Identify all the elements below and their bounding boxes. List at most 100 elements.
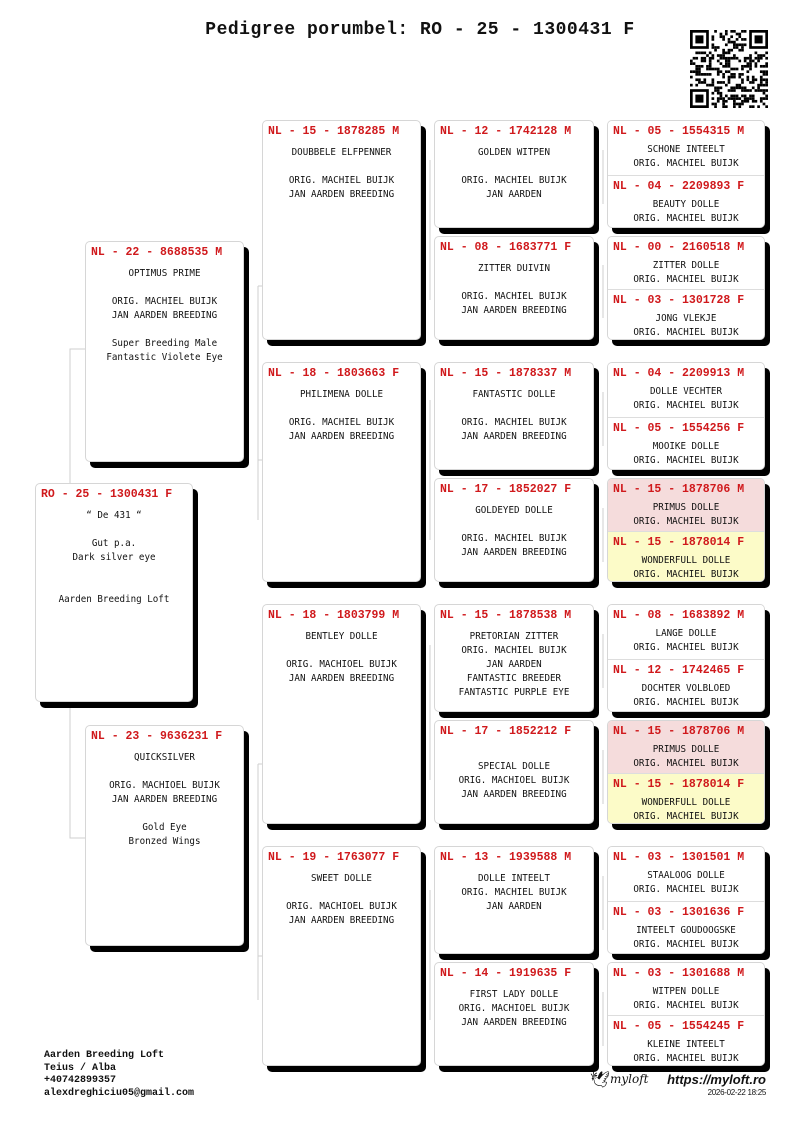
pigeon-detail-line: INTEELT GOUDOOGSKE: [636, 925, 736, 936]
pigeon-detail-line: [269, 160, 413, 174]
pigeon-entry[interactable]: NL - 15 - 1878337 M FANTASTIC DOLLE ORIG. …: [435, 363, 593, 444]
website-link[interactable]: https://myloft.ro: [667, 1072, 766, 1087]
ring-number: NL - 15 - 1878285 M: [268, 125, 400, 138]
pigeon-detail-line: [42, 565, 186, 579]
pigeon-entry[interactable]: RO - 25 - 1300431 F “ De 431 “ Gut p.a. Dar…: [36, 484, 192, 607]
pigeon-detail-line: SWEET DOLLE: [311, 873, 372, 884]
pigeon-entry[interactable]: NL - 05 - 1554315 M SCHONE INTEELT ORIG. M…: [608, 121, 764, 175]
pigeon-detail-line: Gold Eye: [142, 822, 187, 833]
ring-number: NL - 05 - 1554315 M: [613, 125, 745, 138]
pigeon-detail-line: [92, 807, 236, 821]
pigeon-detail-line: SCHONE INTEELT: [647, 144, 725, 155]
pigeon-detail-line: [92, 765, 236, 779]
pigeon-detail-line: [92, 281, 236, 295]
pigeon-detail-line: ORIG. MACHIEL BUIJK: [288, 417, 395, 428]
pigeon-detail-line: ORIG. MACHIEL BUIJK: [461, 887, 567, 898]
pigeon-detail-line: [441, 276, 586, 290]
pigeon-detail-line: WONDERFULL DOLLE: [641, 555, 731, 566]
pigeon-detail-line: ORIG. MACHIEL BUIJK: [633, 158, 739, 169]
pigeon-detail-line: PRIMUS DOLLE: [652, 502, 720, 513]
pigeon-detail-line: ORIG. MACHIEL BUIJK: [633, 884, 739, 895]
pigeon-detail-line: ZITTER DOLLE: [652, 260, 720, 271]
ring-number: NL - 15 - 1878014 F: [613, 778, 745, 791]
subject-card: RO - 25 - 1300431 F “ De 431 “ Gut p.a. Dar…: [35, 483, 193, 702]
ring-number: NL - 17 - 1852212 F: [440, 725, 572, 738]
pigeon-detail-line: ORIG. MACHIEL BUIJK: [633, 213, 739, 224]
pigeon-detail-line: ORIG. MACHIOEL BUIJK: [286, 901, 397, 912]
owner-email[interactable]: alexdreghiciu05@gmail.com: [44, 1087, 195, 1099]
pigeon-detail-line: ORIG. MACHIEL BUIJK: [633, 1053, 739, 1064]
pigeon-detail-line: [42, 579, 186, 593]
ring-number: NL - 15 - 1878706 M: [613, 483, 745, 496]
pigeon-detail-line: FANTASTIC DOLLE: [472, 389, 556, 400]
pigeon-detail-line: ORIG. MACHIEL BUIJK: [633, 569, 739, 580]
ring-number: RO - 25 - 1300431 F: [41, 488, 173, 501]
pigeon-detail-line: FANTASTIC PURPLE EYE: [458, 687, 570, 698]
owner-name: Aarden Breeding Loft: [44, 1050, 165, 1061]
pigeon-detail-line: FANTASTIC BREEDER: [466, 673, 562, 684]
pigeon-detail-line: ORIG. MACHIEL BUIJK: [461, 417, 567, 428]
pigeon-detail-line: ORIG. MACHIEL BUIJK: [461, 291, 567, 302]
pigeon-detail-line: QUICKSILVER: [134, 752, 195, 763]
pigeon-detail-line: ORIG. MACHIEL BUIJK: [461, 645, 567, 656]
pigeon-detail-line: ORIG. MACHIEL BUIJK: [633, 1000, 739, 1011]
pigeon-detail-line: Super Breeding Male: [111, 338, 218, 349]
pigeon-detail-line: ORIG. MACHIOEL BUIJK: [109, 780, 220, 791]
pigeon-detail-line: Dark silver eye: [72, 552, 156, 563]
ring-number: NL - 17 - 1852027 F: [440, 483, 572, 496]
qr-code[interactable]: [690, 30, 768, 108]
pigeon-detail-line: GOLDEN WITPEN: [477, 147, 551, 158]
pigeon-detail-line: Gut p.a.: [91, 538, 137, 549]
pigeon-detail-line: JAN AARDEN BREEDING: [288, 673, 395, 684]
pigeon-detail-line: “ De 431 “: [86, 510, 142, 521]
pigeon-detail-line: JAN AARDEN BREEDING: [288, 189, 395, 200]
ring-number: NL - 12 - 1742128 M: [440, 125, 572, 138]
pigeon-detail-line: FIRST LADY DOLLE: [469, 989, 559, 1000]
bird-logo-icon: 🕊: [590, 1070, 611, 1089]
pigeon-detail-line: [269, 402, 413, 416]
pigeon-detail-line: JAN AARDEN BREEDING: [461, 305, 567, 316]
ring-number: NL - 15 - 1878337 M: [440, 367, 572, 380]
ring-number: NL - 05 - 1554256 F: [613, 422, 745, 435]
pigeon-detail-line: ZITTER DUIVIN: [477, 263, 551, 274]
pigeon-detail-line: ORIG. MACHIEL BUIJK: [633, 274, 739, 285]
pigeon-detail-line: ORIG. MACHIEL BUIJK: [633, 939, 739, 950]
pigeon-detail-line: ORIG. MACHIEL BUIJK: [633, 697, 739, 708]
pigeon-detail-line: DOLLE INTEELT: [477, 873, 551, 884]
